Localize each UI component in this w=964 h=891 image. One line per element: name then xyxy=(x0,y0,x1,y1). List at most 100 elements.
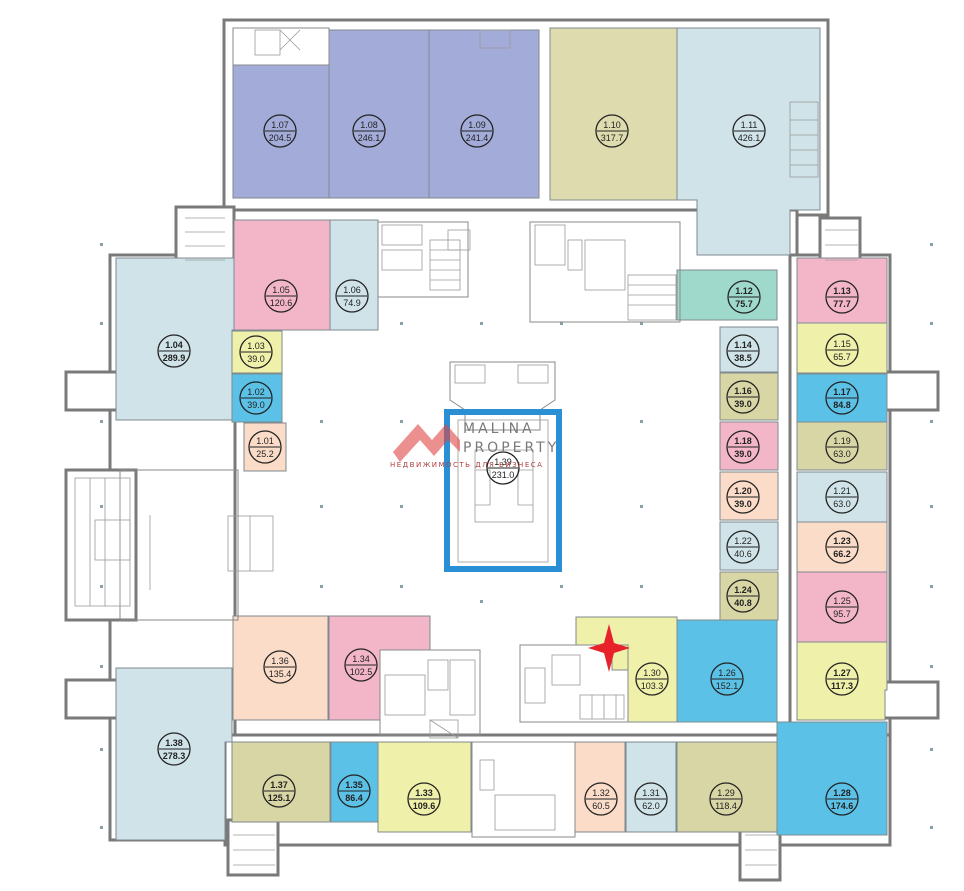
unit-1-09[interactable] xyxy=(428,29,540,199)
unit-1-28[interactable] xyxy=(776,721,888,836)
unit-area: 25.2 xyxy=(256,449,274,459)
unit-1-15[interactable] xyxy=(796,322,888,374)
unit-badge-circle xyxy=(825,280,859,314)
unit-1-20[interactable] xyxy=(719,471,779,521)
unit-number: 1.07 xyxy=(271,120,289,130)
unit-number: 1.35 xyxy=(345,780,363,790)
unit-badge-circle xyxy=(825,590,859,624)
unit-number: 1.39 xyxy=(494,457,512,467)
unit-number: 1.23 xyxy=(833,536,851,546)
unit-1-35[interactable] xyxy=(330,741,379,823)
unit-number: 1.20 xyxy=(734,486,752,496)
unit-1-04[interactable] xyxy=(115,257,235,421)
unit-area: 39.0 xyxy=(247,400,265,410)
unit-number: 1.28 xyxy=(833,788,851,798)
unit-area: 103.3 xyxy=(641,681,664,691)
unit-1-26[interactable] xyxy=(676,619,778,723)
unit-1-36[interactable] xyxy=(232,615,329,721)
unit-number: 1.36 xyxy=(271,656,289,666)
unit-1-19[interactable] xyxy=(796,421,888,471)
logo-line1: MALINA xyxy=(463,421,535,437)
unit-1-11[interactable] xyxy=(676,27,821,256)
unit-area: 38.5 xyxy=(734,353,752,363)
unit-area: 117.3 xyxy=(831,681,853,691)
unit-1-27[interactable] xyxy=(796,641,888,721)
unit-1-06[interactable] xyxy=(329,219,379,331)
unit-number: 1.01 xyxy=(256,436,274,446)
unit-number: 1.13 xyxy=(833,286,851,296)
unit-area: 289.9 xyxy=(163,353,186,363)
unit-1-29[interactable] xyxy=(676,741,778,833)
unit-1-14[interactable] xyxy=(719,326,779,373)
unit-number: 1.31 xyxy=(642,788,660,798)
unit-number: 1.25 xyxy=(833,596,851,606)
unit-badge-circle xyxy=(825,782,859,816)
unit-badge-circle xyxy=(825,480,859,514)
unit-number: 1.38 xyxy=(165,738,183,748)
unit-badge-1-06: 1.06 74.9 xyxy=(335,279,369,313)
unit-area: 39.0 xyxy=(247,354,265,364)
unit-number: 1.11 xyxy=(741,120,758,130)
unit-area: 426.1 xyxy=(738,133,761,143)
unit-number: 1.33 xyxy=(415,788,433,798)
unit-1-33[interactable] xyxy=(377,741,472,833)
unit-1-13[interactable] xyxy=(796,257,888,324)
unit-badge-circle xyxy=(263,650,297,684)
unit-number: 1.24 xyxy=(734,585,752,595)
unit-1-31[interactable] xyxy=(625,741,677,833)
unit-number: 1.06 xyxy=(343,285,361,295)
unit-badge-circle xyxy=(157,732,191,766)
unit-1-38[interactable] xyxy=(115,667,233,841)
unit-badge-circle xyxy=(825,333,859,367)
unit-area: 77.7 xyxy=(833,299,851,309)
unit-area: 66.2 xyxy=(833,549,851,559)
unit-1-22[interactable] xyxy=(719,521,779,571)
unit-area: 40.8 xyxy=(734,598,752,608)
unit-badge-circle xyxy=(726,334,760,368)
unit-1-32[interactable] xyxy=(574,741,626,833)
atrium xyxy=(444,361,562,572)
unit-1-12[interactable] xyxy=(676,269,778,321)
unit-badge-circle xyxy=(344,648,378,682)
unit-1-10[interactable] xyxy=(549,27,678,201)
unit-badge-circle xyxy=(595,114,629,148)
unit-number: 1.05 xyxy=(272,285,290,295)
unit-area: 120.6 xyxy=(270,298,293,308)
unit-badge-circle xyxy=(264,279,298,313)
unit-area: 63.0 xyxy=(833,449,851,459)
unit-number: 1.37 xyxy=(270,780,288,790)
unit-badge-circle xyxy=(825,530,859,564)
unit-area: 109.6 xyxy=(413,801,436,811)
unit-area: 84.8 xyxy=(833,400,851,410)
unit-number: 1.32 xyxy=(592,788,610,798)
location-marker-icon[interactable] xyxy=(588,624,630,672)
unit-area: 174.6 xyxy=(831,801,854,811)
unit-number: 1.16 xyxy=(734,386,752,396)
unit-number: 1.14 xyxy=(734,340,752,350)
unit-badge-1-19: 1.19 63.0 xyxy=(825,430,859,464)
unit-number: 1.02 xyxy=(247,387,265,397)
unit-area: 95.7 xyxy=(833,609,851,619)
unit-badge-circle xyxy=(825,381,859,415)
unit-1-05[interactable] xyxy=(233,219,331,331)
unit-badge-circle xyxy=(635,662,669,696)
unit-badge-1-01: 1.01 25.2 xyxy=(248,430,282,464)
malina-logo-icon xyxy=(393,424,460,462)
unit-number: 1.10 xyxy=(603,120,621,130)
unit-area: 74.9 xyxy=(343,298,361,308)
unit-area: 63.0 xyxy=(833,499,851,509)
unit-1-08[interactable] xyxy=(328,29,430,199)
unit-number: 1.08 xyxy=(360,120,378,130)
unit-1-37[interactable] xyxy=(231,741,331,823)
unit-1-18[interactable] xyxy=(719,421,779,471)
unit-number: 1.19 xyxy=(833,436,851,446)
